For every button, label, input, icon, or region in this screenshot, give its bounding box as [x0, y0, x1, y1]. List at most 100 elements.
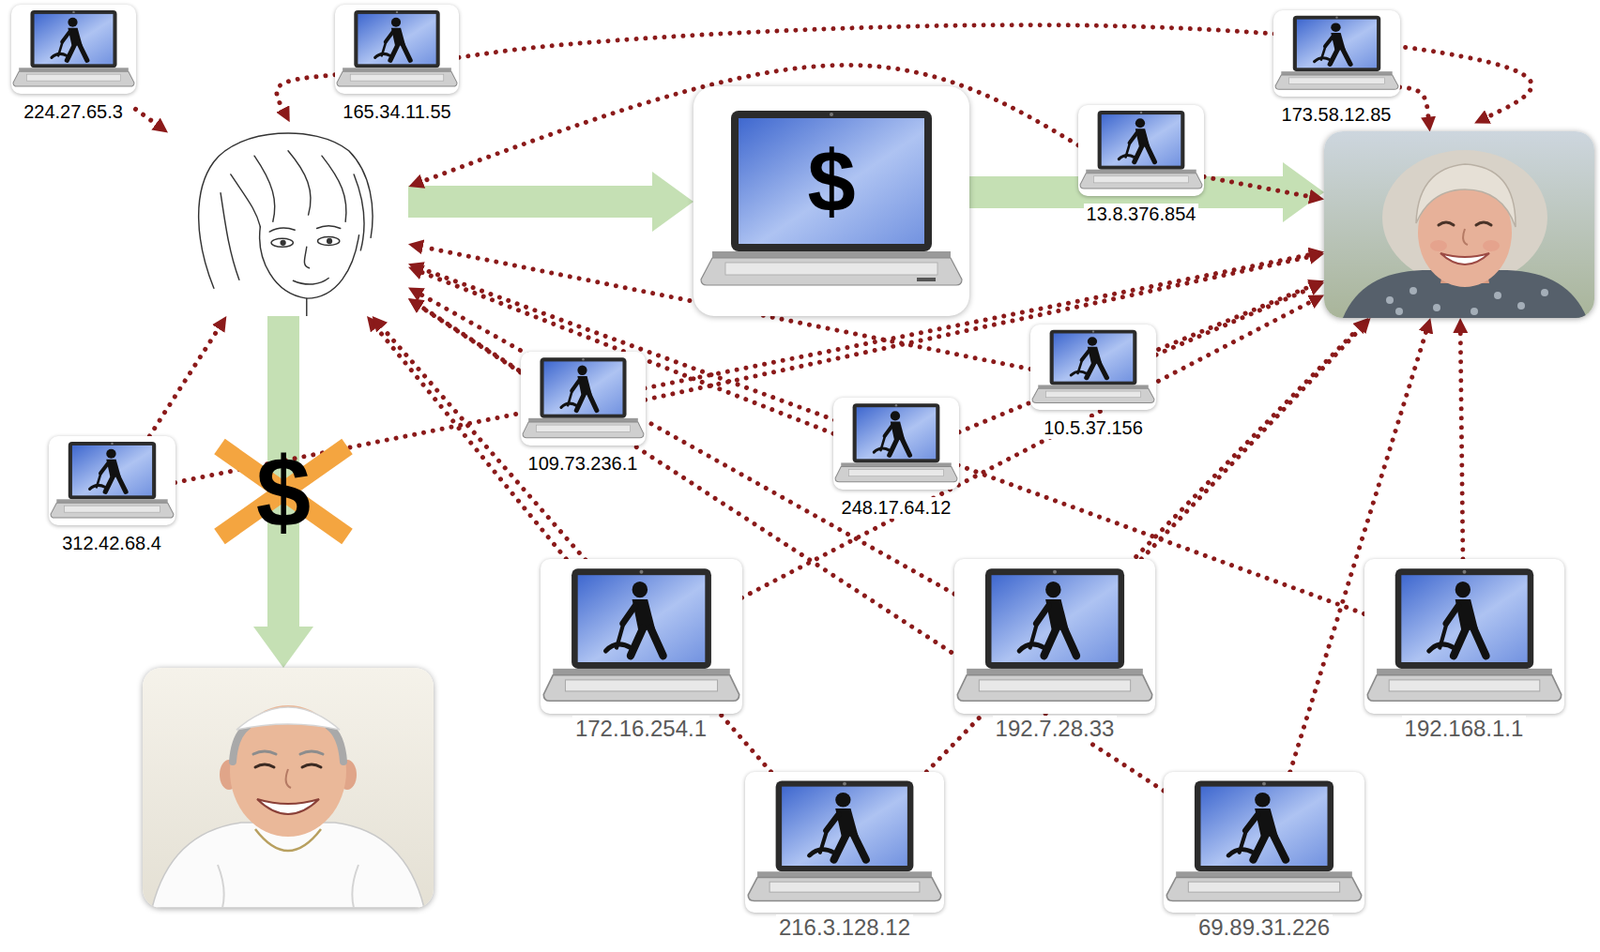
hair-outline: [198, 133, 373, 289]
laptop-camera: [581, 358, 584, 362]
laptop-camera: [1092, 330, 1095, 333]
miner-head: [577, 365, 587, 376]
recipient-photo-art: [1324, 131, 1595, 319]
laptop-hinge: [552, 669, 731, 676]
ip-address-label: 109.73.236.1: [525, 453, 641, 475]
ip-address-label: 173.58.12.85: [1279, 104, 1395, 126]
photo-background: [1324, 131, 1595, 319]
hair-strand: [288, 151, 311, 215]
blouse-pattern: [1517, 302, 1525, 310]
miner-leg: [1134, 145, 1143, 162]
sender-sketch: [167, 123, 409, 317]
broadcast-arrow: [926, 328, 1358, 773]
smile: [1440, 253, 1490, 265]
laptop-bezel: [1394, 568, 1533, 670]
miner-leg: [1146, 145, 1155, 162]
pickaxe-head: [89, 485, 106, 489]
miner-head: [890, 411, 900, 421]
laptop-card: [335, 4, 459, 94]
blouse-pattern: [1395, 307, 1403, 316]
broadcast-arrow: [136, 108, 157, 124]
cheek: [1430, 240, 1448, 252]
laptop-hinge: [712, 251, 951, 259]
miner-laptop: 224.27.65.3: [11, 4, 137, 123]
neck-line: [305, 298, 307, 317]
crossed-payment-label: $: [256, 442, 311, 542]
miner-laptop: 173.58.12.85: [1273, 10, 1401, 126]
laptop-base: [1275, 75, 1399, 90]
laptop-keyboard: [63, 505, 160, 513]
miner-laptop-icon: [48, 436, 176, 526]
broadcast-arrow: [1141, 329, 1360, 560]
laptop-keyboard: [26, 74, 121, 81]
nose: [304, 246, 309, 268]
laptop-keyboard: [350, 74, 444, 81]
laptop-card: [48, 436, 176, 526]
laptop-screen: [71, 445, 152, 496]
rejected-recipient-photo: [142, 668, 434, 909]
blouse-pattern: [1493, 291, 1502, 300]
laptop-card: [745, 772, 945, 914]
laptop-camera: [1335, 16, 1338, 19]
cassock-fold: [217, 865, 359, 909]
laptop-camera: [1140, 111, 1143, 114]
laptop-hinge: [1376, 669, 1553, 676]
laptop-hinge: [1175, 871, 1353, 878]
laptop-card: [540, 559, 743, 715]
miner-laptop: 10.5.37.156: [1030, 324, 1157, 440]
payment-arrow: [408, 185, 653, 218]
miner-leg: [588, 394, 596, 412]
laptop-bezel: [67, 441, 155, 500]
laptop-card: [1273, 10, 1401, 97]
laptop-camera: [639, 570, 643, 575]
laptop-bezel: [853, 403, 941, 463]
miner-head: [1454, 581, 1470, 598]
laptop-bezel: [1292, 15, 1380, 72]
pickaxe-head: [808, 850, 834, 856]
eyebrow: [253, 751, 323, 755]
hair-strand: [220, 193, 240, 281]
laptop-base: [1367, 675, 1561, 702]
miner-leg: [834, 835, 847, 861]
laptop-keyboard: [1388, 680, 1540, 692]
nose: [1462, 228, 1468, 245]
miner-laptop-icon: [11, 4, 137, 94]
miner-laptop-icon: [1163, 772, 1365, 914]
miner-leg: [629, 628, 642, 656]
miner-laptop: 69.89.31.226: [1163, 772, 1365, 942]
blouse-pattern: [1432, 304, 1441, 312]
laptop-base: [522, 422, 644, 439]
laptop-keyboard: [1093, 176, 1189, 183]
laptop-bezel: [1194, 780, 1334, 872]
laptop-card: [520, 351, 646, 446]
eye: [317, 236, 339, 245]
pickaxe-head: [1313, 58, 1330, 62]
miner-laptop-icon: [1030, 324, 1157, 411]
miner-leg: [889, 439, 898, 456]
miner-leg: [1453, 628, 1466, 656]
pupil: [326, 238, 333, 244]
laptop-base: [336, 71, 458, 87]
broadcast-arrow: [1400, 87, 1430, 118]
broadcast-arrow: [1203, 177, 1310, 198]
miner-laptop: 312.42.68.4: [48, 436, 176, 555]
laptop-screen: [357, 14, 436, 64]
laptop-keyboard: [769, 882, 920, 893]
miner-head: [1135, 118, 1145, 128]
miner-head: [631, 581, 648, 598]
broadcast-arrow: [381, 327, 771, 773]
pickaxe-head: [50, 53, 66, 58]
laptop-port: [916, 277, 936, 282]
zucchetto: [236, 707, 340, 731]
laptop-hinge: [757, 871, 932, 878]
laptop-base: [747, 878, 941, 902]
laptop-keyboard: [978, 680, 1130, 692]
hair-fringe: [1416, 164, 1516, 228]
ip-address-label: 216.3.128.12: [776, 914, 914, 942]
laptop-hinge: [18, 67, 129, 72]
pickaxe-head: [1070, 371, 1086, 376]
ip-address-label: 69.89.31.226: [1195, 914, 1333, 942]
pickaxe-head: [605, 644, 630, 652]
laptop-base: [835, 467, 958, 483]
